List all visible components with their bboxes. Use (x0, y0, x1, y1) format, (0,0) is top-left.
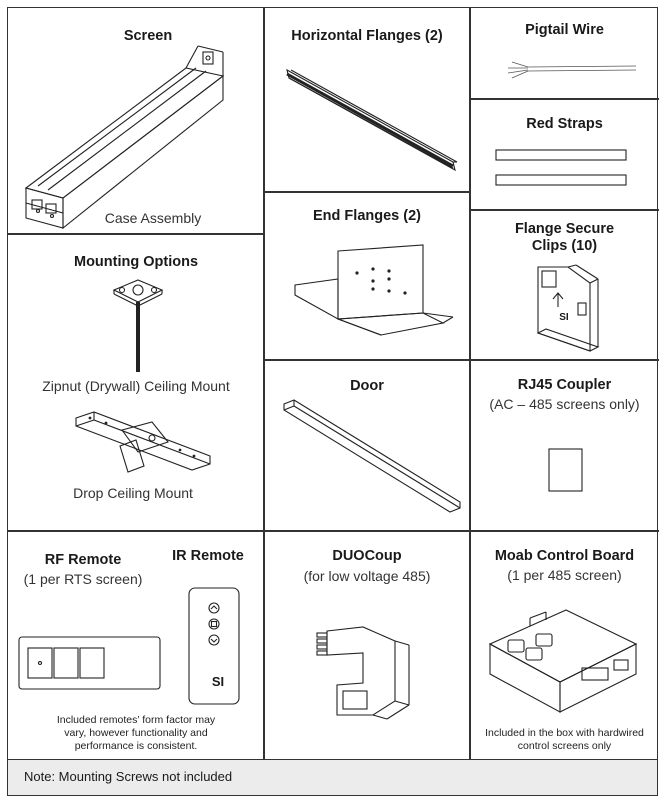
duocoup-subtitle: (for low voltage 485) (303, 568, 431, 584)
ir-remote-illustration (188, 587, 240, 705)
moab-note-line2: control screens only (517, 740, 612, 752)
rf-remote-subtitle: (1 per RTS screen) (23, 571, 143, 587)
remotes-note-line1: Included remotes’ form factor may (56, 714, 216, 726)
screen-title: Screen (123, 28, 173, 44)
mounting-options-title: Mounting Options (73, 254, 199, 270)
moab-title: Moab Control Board (494, 548, 635, 564)
door-title: Door (350, 378, 384, 394)
end-flanges-title: End Flanges (2) (313, 208, 421, 224)
horizontal-flange-illustration (286, 68, 458, 172)
divider-v2 (469, 8, 471, 760)
duocoup-illustration (316, 626, 410, 720)
remotes-note-line2: vary, however functionality and (64, 727, 208, 739)
divider-h-right3 (469, 359, 659, 361)
ir-remote-logo: SI (211, 674, 225, 689)
case-assembly-illustration (24, 45, 225, 230)
rj45-title: RJ45 Coupler (517, 377, 612, 393)
end-flange-illustration (294, 244, 454, 336)
flange-clip-logo: SI (559, 312, 569, 323)
divider-h-right1 (469, 98, 659, 100)
parts-sheet: Screen Case Assembly Horizontal Flanges … (7, 7, 659, 796)
moab-subtitle: (1 per 485 screen) (507, 567, 622, 583)
divider-v3 (263, 530, 265, 760)
flange-clips-title-line2: Clips (10) (531, 238, 598, 254)
footer-bar: Note: Mounting Screws not included (8, 759, 657, 795)
pigtail-wire-illustration (507, 61, 637, 79)
divider-h-mid2 (263, 359, 470, 361)
flange-clips-title-line1: Flange Secure (514, 221, 615, 237)
remotes-note-line3: performance is consistent. (74, 740, 198, 752)
divider-h-mid1 (263, 191, 470, 193)
red-straps-illustration (495, 149, 627, 186)
footer-note: Note: Mounting Screws not included (24, 769, 233, 784)
divider-h-left1 (8, 233, 264, 235)
drop-ceiling-caption: Drop Ceiling Mount (73, 485, 193, 501)
pigtail-wire-title: Pigtail Wire (525, 22, 604, 38)
rj45-coupler-illustration (548, 448, 583, 492)
divider-v1 (263, 8, 265, 530)
case-assembly-caption: Case Assembly (104, 210, 202, 226)
drop-ceiling-mount-illustration (75, 411, 211, 473)
moab-board-illustration (488, 609, 638, 713)
door-illustration (283, 399, 461, 513)
rf-remote-title: RF Remote (44, 552, 122, 568)
duocoup-title: DUOCoup (332, 548, 402, 564)
red-straps-title: Red Straps (526, 116, 603, 132)
zipnut-mount-illustration (112, 279, 164, 372)
divider-h-full (8, 530, 659, 532)
divider-h-right2 (469, 209, 659, 211)
ir-remote-title: IR Remote (172, 548, 244, 564)
rj45-subtitle: (AC – 485 screens only) (489, 396, 640, 412)
zipnut-caption: Zipnut (Drywall) Ceiling Mount (42, 378, 230, 394)
moab-note-line1: Included in the box with hardwired (485, 727, 644, 739)
rf-remote-illustration (18, 636, 161, 690)
flange-clip-illustration (536, 264, 600, 352)
horizontal-flanges-title: Horizontal Flanges (2) (291, 28, 443, 44)
